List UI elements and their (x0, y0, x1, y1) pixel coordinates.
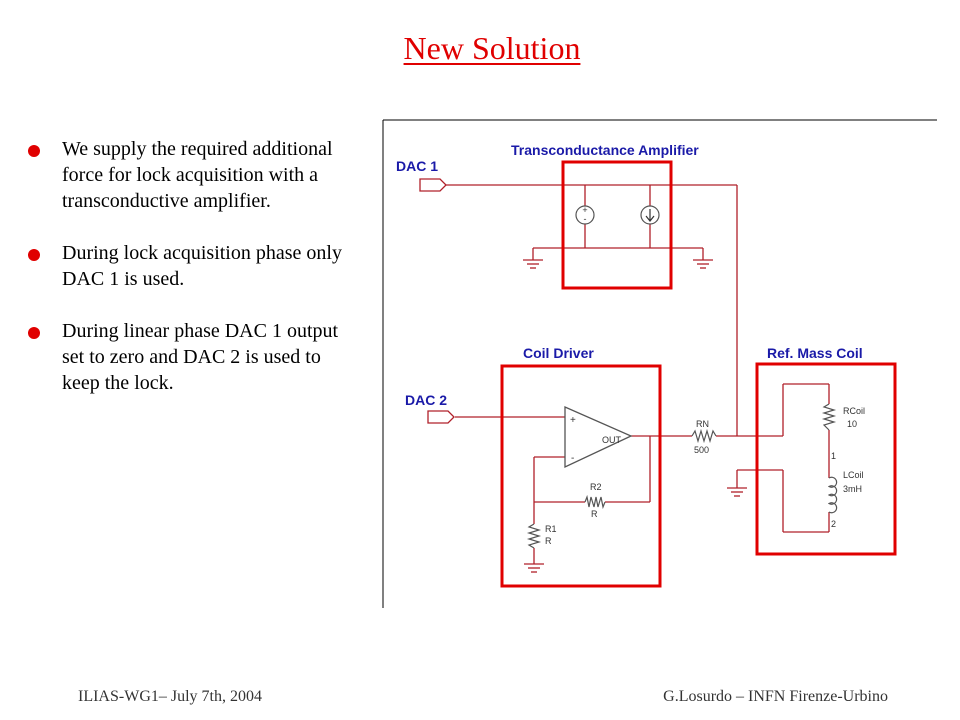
ground-icon (693, 259, 713, 269)
resistor-rcoil-icon (821, 403, 837, 431)
rn-name-label: RN (696, 419, 709, 429)
opamp-plus-label: + (570, 415, 576, 426)
pin2-label: 2 (831, 519, 836, 529)
transconductance-amplifier-label: Transconductance Amplifier (511, 142, 699, 158)
ground-icon (523, 259, 543, 269)
r2-value-label: R (591, 509, 598, 519)
slide-title: New Solution (403, 30, 581, 66)
transconductance-box (561, 160, 673, 290)
bullet-item: During linear phase DAC 1 output set to … (28, 318, 358, 396)
footer-author: G.Losurdo – INFN Firenze-Urbino (663, 688, 888, 705)
bullet-item: During lock acquisition phase only DAC 1… (28, 240, 358, 292)
svg-text:+: + (582, 205, 587, 215)
bullet-dot-icon (28, 249, 40, 261)
opamp-icon (564, 406, 633, 469)
inductor-lcoil-icon (827, 476, 838, 514)
bullet-list: We supply the required additional force … (28, 136, 358, 422)
circuit-schematic: + - + - OUT DAC 1 DAC 2 Transconductance… (382, 119, 937, 608)
svg-text:-: - (584, 214, 587, 224)
dac1-label: DAC 1 (396, 158, 438, 174)
bullet-text: We supply the required additional force … (62, 138, 333, 212)
r2-name-label: R2 (590, 482, 602, 492)
rcoil-value-label: 10 (847, 419, 857, 429)
current-source-icon (640, 205, 660, 225)
ref-mass-coil-box (755, 362, 897, 556)
coil-driver-label: Coil Driver (523, 345, 594, 361)
resistor-r2-icon (584, 494, 606, 510)
schematic-frame (382, 119, 937, 608)
pin1-label: 1 (831, 451, 836, 461)
coil-driver-box (500, 364, 662, 588)
dac2-label: DAC 2 (405, 392, 447, 408)
ground-icon (727, 487, 747, 497)
resistor-r1-icon (526, 523, 542, 549)
bullet-item: We supply the required additional force … (28, 136, 358, 214)
lcoil-name-label: LCoil (843, 470, 864, 480)
voltage-source-icon: + - (575, 205, 595, 225)
opamp-minus-label: - (571, 453, 574, 464)
bullet-text: During linear phase DAC 1 output set to … (62, 320, 339, 394)
opamp-out-label: OUT (602, 435, 622, 445)
ref-mass-coil-label: Ref. Mass Coil (767, 345, 863, 361)
r1-name-label: R1 (545, 524, 557, 534)
bullet-dot-icon (28, 145, 40, 157)
footer-event: ILIAS-WG1– July 7th, 2004 (78, 688, 262, 705)
ground-icon (524, 563, 544, 573)
dac1-port-icon (419, 178, 447, 192)
rn-value-label: 500 (694, 445, 709, 455)
dac2-port-icon (427, 410, 455, 424)
bullet-text: During lock acquisition phase only DAC 1… (62, 242, 342, 290)
lcoil-value-label: 3mH (843, 484, 862, 494)
bullet-dot-icon (28, 327, 40, 339)
resistor-rn-icon (691, 428, 717, 444)
r1-value-label: R (545, 536, 552, 546)
rcoil-name-label: RCoil (843, 406, 865, 416)
